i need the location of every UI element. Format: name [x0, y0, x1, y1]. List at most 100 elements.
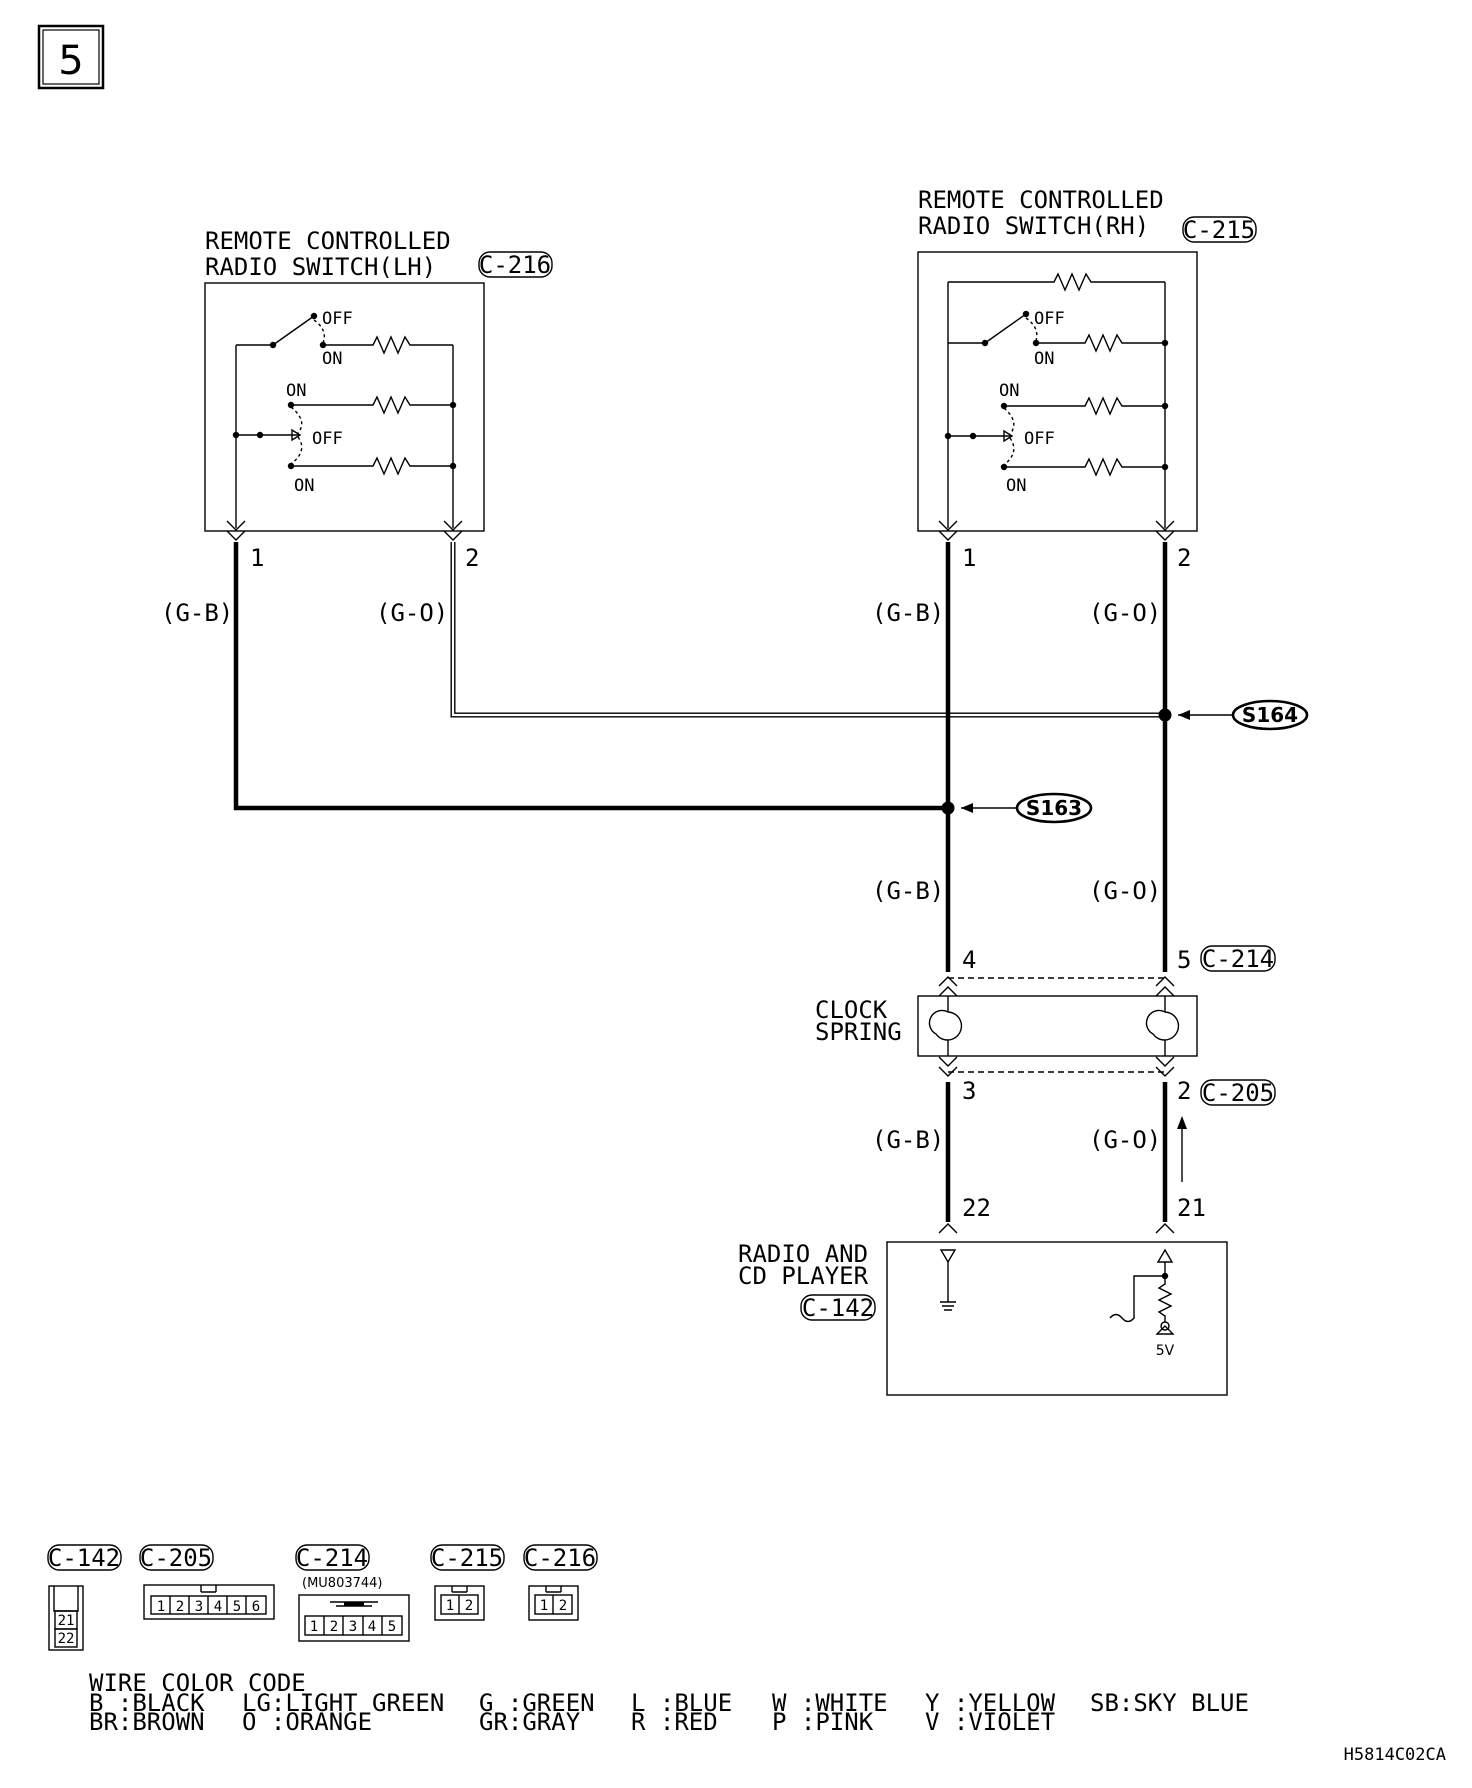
wire-label-gb-above-cs: (G-B): [872, 877, 944, 905]
splice-s163: S163: [961, 792, 1093, 824]
rh-switch-box: [917, 251, 1198, 532]
s163-label: S163: [1026, 796, 1082, 820]
color-code-lg: LG:LIGHT GREEN: [242, 1689, 444, 1717]
radio-voltage: 5V: [1156, 1343, 1175, 1359]
connector-view-c214: C-214 (MU803744) 1 2 3 4 5: [295, 1544, 410, 1642]
cv-c214-pin-2: 2: [330, 1619, 338, 1635]
rh-connector-tag: C-215: [1182, 216, 1257, 244]
cs-pin-2: 2: [1177, 1077, 1191, 1105]
radio-box: [886, 1241, 1228, 1396]
radio-label-1: RADIO AND: [738, 1240, 868, 1268]
rh-wire-1: (G-B): [872, 599, 944, 627]
lh-switch-title-2: RADIO SWITCH(LH): [205, 253, 436, 281]
rh-pin-2: 2: [1177, 544, 1191, 572]
lh-connector-tag: C-216: [478, 251, 553, 279]
lh-state-off-top: OFF: [322, 309, 353, 329]
c205-tag: C-205: [1200, 1079, 1276, 1107]
lh-state-off-mid: OFF: [312, 429, 343, 449]
lh-connector-label: C-216: [479, 251, 551, 279]
cv-c205-label: C-205: [140, 1544, 212, 1572]
lh-wire-2: (G-O): [376, 599, 448, 627]
clock-spring: (G-B) (G-O) 4 5 C-214 CLOCK SPRING 3 2 C…: [815, 877, 1276, 1107]
cv-c214-pin-4: 4: [368, 1619, 376, 1635]
cv-c215-pin-1: 1: [446, 1598, 454, 1614]
color-code-g: G :GREEN: [479, 1689, 595, 1717]
connector-view-c205: C-205 1 2 3 4 5 6: [139, 1544, 275, 1620]
wire-color-code: WIRE COLOR CODE B :BLACK LG:LIGHT GREEN …: [89, 1669, 1249, 1736]
radio-cd-player: RADIO AND CD PLAYER C-142 5V: [738, 1240, 1228, 1396]
color-code-sb: SB:SKY BLUE: [1090, 1689, 1249, 1717]
rh-switch-title-1: REMOTE CONTROLLED: [918, 186, 1164, 214]
color-code-gr: GR:GRAY: [479, 1708, 581, 1736]
cv-c214-pin-3: 3: [349, 1619, 357, 1635]
cv-c142-pin-21: 21: [58, 1613, 75, 1629]
cv-c142-pin-22: 22: [58, 1631, 75, 1647]
clock-spring-label-2: SPRING: [815, 1018, 902, 1046]
c214-label: C-214: [1202, 945, 1274, 973]
rh-switch-title-2: RADIO SWITCH(RH): [918, 212, 1149, 240]
lh-switch-box: [204, 282, 485, 532]
wire-color-code-title: WIRE COLOR CODE: [89, 1669, 306, 1697]
rh-switch: REMOTE CONTROLLED RADIO SWITCH(RH) C-215…: [872, 186, 1257, 627]
c205-label: C-205: [1202, 1079, 1274, 1107]
c214-tag: C-214: [1200, 945, 1276, 973]
connector-view-c215: C-215 1 2: [430, 1544, 505, 1621]
color-code-r: R :RED: [631, 1708, 718, 1736]
cv-c216-pin-1: 1: [540, 1598, 548, 1614]
wires-to-radio: (G-B) (G-O) 22 21: [872, 1082, 1206, 1234]
figure-code: H5814C02CA: [1344, 1745, 1446, 1765]
rh-state-on-mid: ON: [999, 381, 1019, 401]
rh-state-on-top: ON: [1034, 349, 1054, 369]
c142-label: C-142: [802, 1294, 874, 1322]
lh-wire-1: (G-B): [161, 599, 233, 627]
connector-view-c142: C-142 21 22: [47, 1544, 122, 1651]
s164-label: S164: [1242, 703, 1298, 727]
cs-pin-3: 3: [962, 1077, 976, 1105]
cv-c205-pin-4: 4: [214, 1599, 222, 1615]
cv-c214-pin-1: 1: [310, 1619, 318, 1635]
color-code-o: O :ORANGE: [242, 1708, 372, 1736]
lh-state-on-top: ON: [322, 349, 342, 369]
wire-label-go-below-cs: (G-O): [1089, 1126, 1161, 1154]
rh-pin-1: 1: [962, 544, 976, 572]
wire-lh-gb: [233, 542, 948, 811]
cv-c205-pin-3: 3: [195, 1599, 203, 1615]
color-code-p: P :PINK: [772, 1708, 874, 1736]
color-code-v: V :VIOLET: [925, 1708, 1055, 1736]
rh-state-off-mid: OFF: [1024, 429, 1055, 449]
cv-c214-label: C-214: [296, 1544, 368, 1572]
color-code-l: L :BLUE: [631, 1689, 732, 1717]
lh-switch: REMOTE CONTROLLED RADIO SWITCH(LH) C-216…: [161, 227, 553, 627]
lh-state-on-bottom: ON: [294, 476, 314, 496]
color-code-b: B :BLACK: [89, 1689, 205, 1717]
connector-view-c216: C-216 1 2: [523, 1544, 598, 1621]
cs-pin-5: 5: [1177, 946, 1191, 974]
cv-c215-label: C-215: [431, 1544, 503, 1572]
wire-lh-go: [450, 542, 1165, 718]
page-number-box: 5: [37, 24, 105, 90]
color-code-br: BR:BROWN: [89, 1708, 205, 1736]
rh-wire-2: (G-O): [1089, 599, 1161, 627]
cv-c216-pin-2: 2: [559, 1598, 567, 1614]
color-code-w: W :WHITE: [772, 1689, 888, 1717]
lh-state-on-mid: ON: [286, 381, 306, 401]
cv-c205-pin-1: 1: [157, 1599, 165, 1615]
clock-spring-box: [917, 995, 1198, 1057]
radio-pin-22: 22: [962, 1194, 991, 1222]
radio-pin-21: 21: [1177, 1194, 1206, 1222]
page-number: 5: [58, 38, 83, 84]
cv-c205-pin-5: 5: [233, 1599, 241, 1615]
c142-tag: C-142: [800, 1294, 876, 1322]
wire-label-go-above-cs: (G-O): [1089, 877, 1161, 905]
cv-c205-pin-2: 2: [176, 1599, 184, 1615]
wiring-harness: [233, 542, 1172, 972]
cv-c215-pin-2: 2: [465, 1598, 473, 1614]
cv-c205-pin-6: 6: [252, 1599, 260, 1615]
cv-c216-label: C-216: [524, 1544, 596, 1572]
lh-pin-1: 1: [250, 544, 264, 572]
wire-label-gb-below-cs: (G-B): [872, 1126, 944, 1154]
cs-pin-4: 4: [962, 946, 976, 974]
rh-state-on-bottom: ON: [1006, 476, 1026, 496]
lh-switch-title-1: REMOTE CONTROLLED: [205, 227, 451, 255]
